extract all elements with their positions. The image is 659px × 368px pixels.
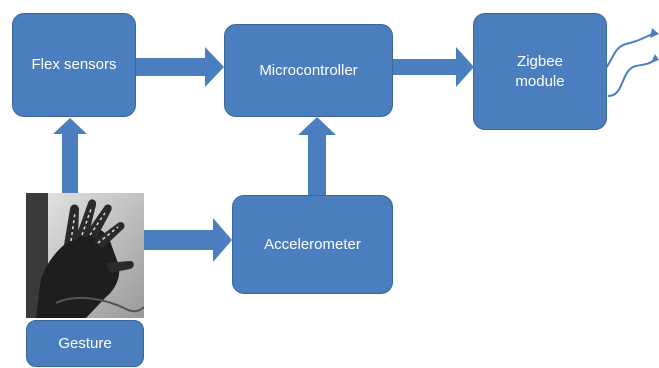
arrow-flex-to-micro (135, 47, 224, 87)
arrow-gesture-to-flex (53, 118, 87, 193)
zigbee-module-label: Zigbee module (515, 52, 565, 90)
hand-gesture-photo (26, 193, 144, 318)
arrow-micro-to-zigbee (393, 47, 474, 87)
zigbee-module-box: Zigbee module (473, 13, 607, 130)
arrow-gesture-to-accel (144, 218, 232, 262)
microcontroller-box: Microcontroller (224, 24, 393, 117)
flex-sensors-label: Flex sensors (31, 56, 117, 73)
flex-sensors-box: Flex sensors (12, 13, 136, 117)
accelerometer-box: Accelerometer (232, 195, 393, 294)
gesture-label: Gesture (58, 334, 112, 352)
hand-glove-icon (26, 193, 144, 318)
gesture-box: Gesture (26, 320, 144, 367)
microcontroller-label: Microcontroller (259, 61, 358, 79)
accelerometer-label: Accelerometer (264, 235, 361, 253)
arrow-accel-to-micro (298, 117, 336, 195)
